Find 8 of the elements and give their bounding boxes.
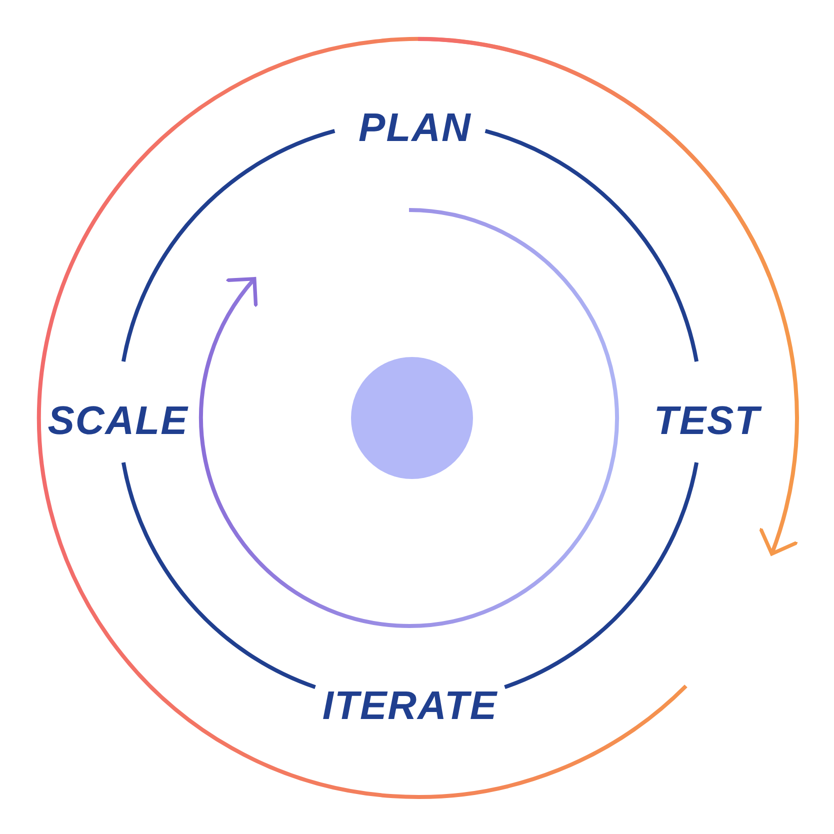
stage-label: PLAN (358, 108, 472, 148)
cycle-arc (121, 129, 336, 362)
stage-label: SCALE (48, 401, 188, 441)
cycle-arc (484, 129, 699, 362)
stage-label: TEST (654, 401, 760, 441)
stage-label: ITERATE (322, 686, 498, 726)
cycle-arc (121, 462, 316, 689)
cycle-arc (504, 462, 699, 689)
